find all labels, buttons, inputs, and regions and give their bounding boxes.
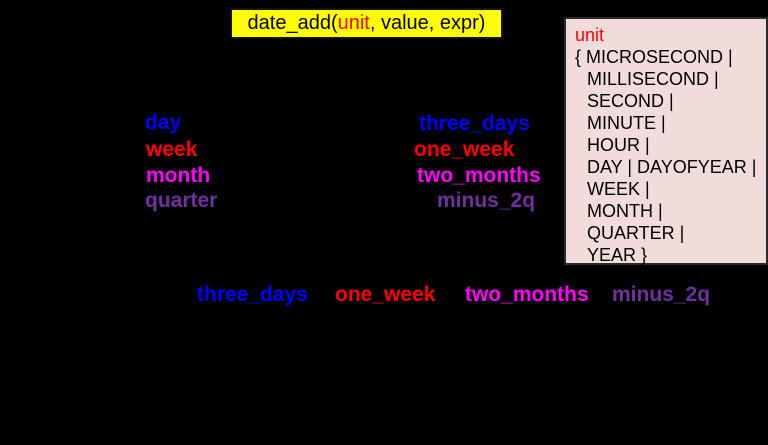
alias-label: one_week [414,138,515,161]
alias-label: three_days [419,112,530,135]
result-column-label: minus_2q [612,283,711,306]
result-column-label: three_days [197,283,308,306]
unit-value-line: MINUTE | [587,113,666,133]
unit-values-panel: unit { MICROSECOND | MILLISECOND | SECON… [564,17,768,265]
unit-value-line: SECOND | [587,91,674,111]
alias-label: minus_2q [437,189,536,212]
unit-argument-label: day [145,111,182,134]
result-column-label: one_week [335,283,436,306]
signature-suffix: , value, expr) [369,12,486,34]
unit-value-line: DAY | DAYOFYEAR | [587,157,757,177]
function-signature-box: date_add(unit, value, expr) [230,8,503,39]
unit-value-line: QUARTER | [587,223,685,243]
alias-label: two_months [417,164,541,187]
signature-unit-arg: unit [337,12,370,34]
unit-value-line: HOUR | [587,135,650,155]
unit-value-line: YEAR } [587,245,648,265]
unit-value-line: MONTH | [587,201,663,221]
unit-value-line: WEEK | [587,179,650,199]
unit-argument-label: quarter [145,189,218,212]
unit-values-list: { MICROSECOND | MILLISECOND | SECOND | M… [575,46,758,266]
unit-panel-heading: unit [575,25,605,45]
signature-prefix: date_add( [247,12,338,34]
result-column-label: two_months [465,283,589,306]
unit-value-line: { MICROSECOND | [575,47,733,67]
unit-argument-label: month [146,164,211,187]
unit-argument-label: week [146,138,198,161]
unit-value-line: MILLISECOND | [587,69,719,89]
